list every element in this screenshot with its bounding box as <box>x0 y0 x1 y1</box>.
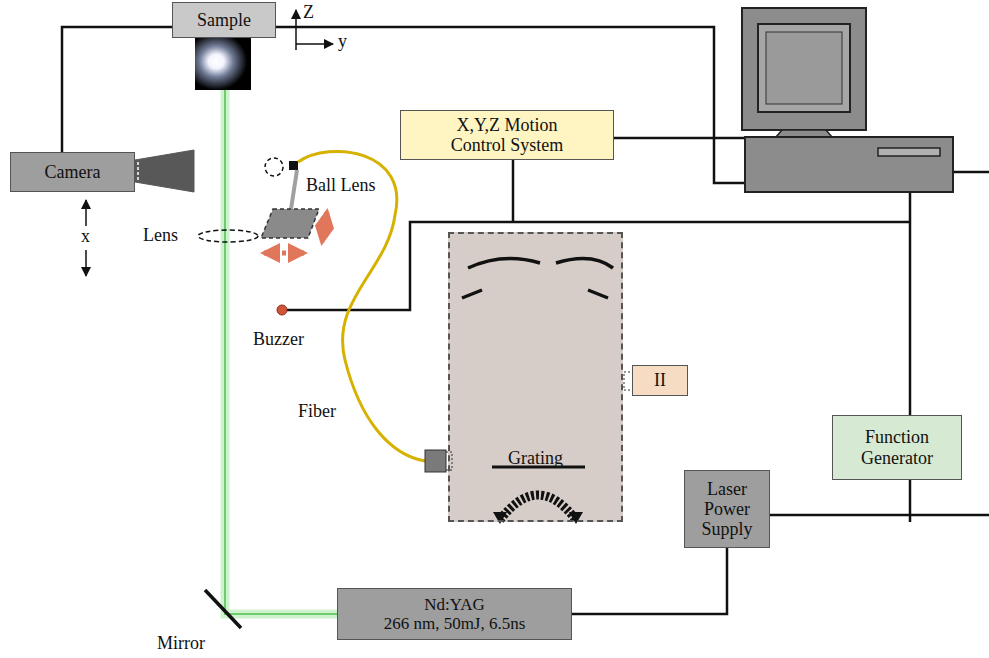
screen <box>766 32 842 104</box>
monitor-stand <box>776 130 832 137</box>
laser-beam-glow <box>225 88 337 614</box>
node-label: X,Y,Z Motion Control System <box>430 115 585 155</box>
detector-port <box>624 372 630 390</box>
spectrometer-body <box>448 232 623 522</box>
mirror-symbol <box>205 590 241 628</box>
part-label: y <box>338 32 347 52</box>
part-label: x <box>81 227 90 247</box>
computer-wire <box>953 171 989 174</box>
node-label: Function Generator <box>847 427 947 467</box>
ball-lens-arm <box>291 170 297 209</box>
ball-lens <box>289 161 298 170</box>
spectrometer-optics <box>462 259 613 520</box>
spectrometer-box: Grating <box>448 232 623 522</box>
screen <box>758 24 850 112</box>
part-label: Z <box>303 3 314 23</box>
y-axis-arrow <box>296 43 333 45</box>
plasma-image <box>195 38 251 90</box>
rotation-arrowhead <box>569 512 583 524</box>
node-label: II <box>654 370 666 390</box>
x-axis-arrow <box>85 200 87 226</box>
part-label: Buzzer <box>253 330 304 350</box>
sample-box: Sample <box>172 2 276 38</box>
positioning-stage <box>261 209 319 238</box>
motion-bus-wire <box>512 160 515 222</box>
computer-tower <box>745 137 953 192</box>
buzzer-symbol <box>277 305 287 315</box>
camera-lens <box>135 150 194 192</box>
intensifier-box: II <box>632 365 688 396</box>
laser-box: Nd:YAG266 nm, 50mJ, 6.5ns <box>337 588 572 640</box>
node-label: Camera <box>45 162 101 182</box>
entrance-mirror <box>462 290 482 298</box>
node-label: Nd:YAG <box>424 595 484 614</box>
bus-wire <box>909 192 912 415</box>
motion-wire <box>614 137 745 140</box>
part-label: Ball Lens <box>306 176 376 196</box>
connector-wire <box>572 548 727 614</box>
stage-motion-arrow <box>264 251 304 256</box>
part-label: Lens <box>143 226 178 246</box>
stage-motion-arrow <box>322 212 327 242</box>
exit-mirror <box>588 290 608 298</box>
motion-control-box: X,Y,Z Motion Control System <box>400 110 614 160</box>
node-label: Laser Power Supply <box>691 479 763 539</box>
drive-slot <box>878 148 940 156</box>
laser-beam <box>225 88 337 614</box>
part-label: Mirror <box>157 634 205 654</box>
optical-fiber <box>298 151 425 461</box>
node-detail: 266 nm, 50mJ, 6.5ns <box>384 614 526 633</box>
lens-symbol <box>198 230 258 242</box>
node-label: Grating <box>508 448 563 468</box>
rotation-arrowhead <box>493 512 507 524</box>
camera-lens-edge <box>137 162 139 180</box>
node-label: Sample <box>197 10 251 30</box>
rotation-arrow <box>500 495 576 520</box>
computer-icon <box>742 8 953 192</box>
x-axis-arrow <box>85 250 87 276</box>
camera-box: Camera <box>10 152 135 192</box>
monitor <box>742 8 866 130</box>
part-label: Fiber <box>298 402 336 422</box>
function-generator-box: Function Generator <box>832 415 962 480</box>
fiber-connector <box>425 450 446 472</box>
focusing-mirror <box>556 259 613 268</box>
ball-lens-outline <box>265 158 283 176</box>
power-wire <box>770 514 989 517</box>
collimating-mirror <box>468 259 540 268</box>
power-supply-box: Laser Power Supply <box>684 470 770 548</box>
